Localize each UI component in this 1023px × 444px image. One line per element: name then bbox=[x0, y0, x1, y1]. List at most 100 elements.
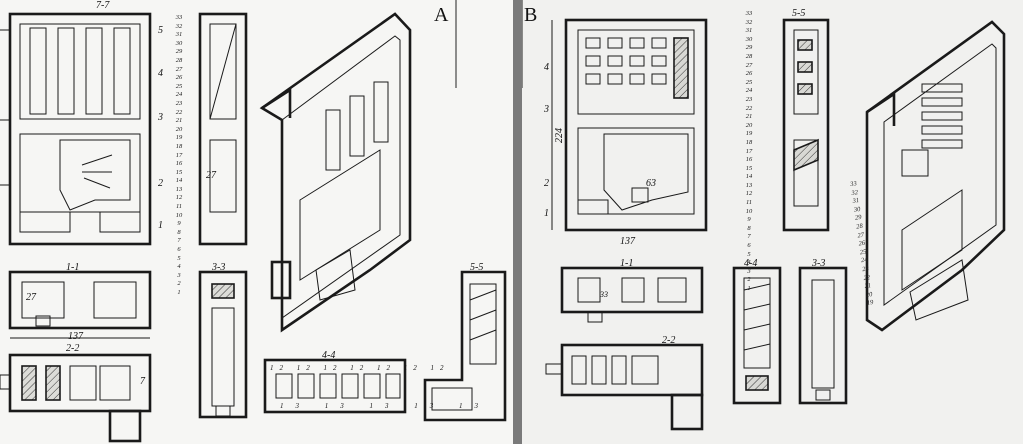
row-count-label: 20 bbox=[175, 125, 183, 133]
row-count-label: 14 bbox=[175, 177, 183, 185]
dim-137-b: 137 bbox=[620, 236, 635, 247]
row-count-label: 21 bbox=[745, 113, 753, 121]
dims-4-4-top: 12 12 12 12 12 12 12 bbox=[270, 364, 450, 372]
row-count-label: 5 bbox=[747, 250, 751, 258]
row-count-label: 23 bbox=[175, 99, 183, 107]
row-count-label: 29 bbox=[745, 44, 753, 52]
row-count-label: 10 bbox=[745, 207, 753, 215]
row-count-label: 5 bbox=[177, 254, 181, 262]
row-count-label: 6 bbox=[177, 246, 181, 254]
section-3-3-b bbox=[798, 266, 848, 405]
panel-b-drawing bbox=[522, 0, 1006, 431]
plan-b bbox=[551, 18, 708, 232]
panel-b: B 5-5 1-1 4-4 3-3 2-2 4 3 2 1 224 137 63… bbox=[522, 0, 1023, 444]
section-4-4-b bbox=[732, 266, 782, 405]
section-5-5-a bbox=[423, 270, 507, 422]
row-count-label: 28 bbox=[175, 56, 183, 64]
dim-label: 13 bbox=[369, 402, 415, 410]
marker-3: 3 bbox=[158, 112, 163, 123]
dim-27b: 27 bbox=[26, 292, 36, 303]
row-count-label: 19 bbox=[175, 134, 183, 142]
panel-a: A 7-7 1-1 2-2 3-3 4-4 5-5 5 4 3 2 1 27 2… bbox=[0, 0, 513, 444]
row-count-label: 25 bbox=[175, 82, 183, 90]
section-label-3-3-b: 3-3 bbox=[812, 258, 826, 269]
dim-label: 12 bbox=[377, 364, 404, 372]
marker-4-b: 4 bbox=[544, 62, 549, 73]
row-count-label: 1 bbox=[177, 289, 181, 296]
section-2-2-b bbox=[545, 343, 704, 431]
row-count-label: 8 bbox=[747, 224, 751, 232]
section-label-4-4: 4-4 bbox=[322, 350, 336, 361]
row-count-label: 27 bbox=[175, 65, 183, 73]
row-count-label: 3 bbox=[747, 267, 751, 275]
row-count-label: 20 bbox=[745, 121, 753, 129]
marker-2-b: 2 bbox=[544, 178, 549, 189]
row-count-label: 9 bbox=[747, 216, 751, 224]
row-count-label: 6 bbox=[747, 242, 751, 250]
section-label-7-7: 7-7 bbox=[96, 0, 110, 11]
row-count-label: 14 bbox=[745, 173, 753, 181]
section-1-1-b bbox=[560, 266, 704, 323]
dim-27: 27 bbox=[206, 170, 216, 181]
row-count-label: 32 bbox=[175, 22, 183, 30]
row-count-label: 33 bbox=[175, 14, 183, 21]
row-count-label: 7 bbox=[747, 233, 751, 241]
dim-label: 13 bbox=[459, 402, 490, 410]
dim-label: 12 bbox=[430, 364, 450, 372]
dim-label: 12 bbox=[270, 364, 297, 372]
row-count-label: 13 bbox=[745, 181, 753, 189]
section-label-1-1-b: 1-1 bbox=[620, 258, 634, 269]
row-count-label: 15 bbox=[175, 168, 183, 176]
row-count-label: 9 bbox=[177, 220, 181, 228]
row-count-label: 13 bbox=[175, 185, 183, 193]
section-label-4-4-b: 4-4 bbox=[744, 258, 758, 269]
row-count-label: 22 bbox=[175, 108, 183, 116]
row-count-label: 30 bbox=[175, 39, 183, 47]
row-count-label: 21 bbox=[175, 117, 183, 125]
row-count-label: 8 bbox=[177, 228, 181, 236]
plan-7-7 bbox=[0, 12, 152, 246]
row-count-label: 28 bbox=[745, 52, 753, 60]
row-count-label: 24 bbox=[745, 87, 753, 95]
dim-33: 33 bbox=[600, 290, 608, 299]
row-count-label: 17 bbox=[175, 151, 183, 159]
dim-label: 13 bbox=[280, 402, 325, 410]
section-tall-b bbox=[782, 18, 830, 232]
dims-4-4-bottom: 13 13 13 13 13 bbox=[280, 402, 490, 410]
row-count-label: 3 bbox=[177, 271, 181, 279]
row-count-label: 32 bbox=[745, 18, 753, 26]
row-count-label: 19 bbox=[745, 130, 753, 138]
row-count-label: 25 bbox=[745, 78, 753, 86]
section-label-3-3: 3-3 bbox=[212, 262, 226, 273]
section-2-2-a bbox=[0, 353, 152, 443]
section-label-5-5: 5-5 bbox=[470, 262, 484, 273]
row-count-label: 4 bbox=[747, 259, 751, 267]
row-count-label: 17 bbox=[745, 147, 753, 155]
section-label-2-2: 2-2 bbox=[66, 343, 80, 354]
section-3-3-a bbox=[198, 270, 248, 419]
section-tall-a bbox=[198, 12, 248, 246]
row-count-label: 18 bbox=[175, 142, 183, 150]
row-count-label: 12 bbox=[175, 194, 183, 202]
panel-separator bbox=[513, 0, 522, 444]
row-count-label: 2 bbox=[747, 276, 751, 284]
panel-a-drawing bbox=[0, 0, 507, 443]
row-count-label: 2 bbox=[177, 280, 181, 288]
row-count-label: 30 bbox=[745, 35, 753, 43]
section-4-4-a bbox=[263, 358, 407, 414]
row-count-label: 10 bbox=[175, 211, 183, 219]
marker-5: 5 bbox=[158, 25, 163, 36]
row-count-label: 31 bbox=[745, 27, 753, 35]
panel-a-letter: A bbox=[434, 4, 449, 26]
dim-label: 12 bbox=[296, 364, 324, 372]
dim-63: 63 bbox=[646, 178, 656, 189]
dim-label: 12 bbox=[350, 364, 377, 372]
row-count-label: 31 bbox=[175, 31, 183, 39]
marker-1: 1 bbox=[158, 220, 163, 231]
row-count-label: 26 bbox=[175, 74, 183, 82]
dim-137: 137 bbox=[68, 331, 83, 342]
row-count-label: 12 bbox=[745, 190, 753, 198]
row-count-label: 16 bbox=[175, 160, 183, 168]
marker-3-b: 3 bbox=[544, 104, 549, 115]
